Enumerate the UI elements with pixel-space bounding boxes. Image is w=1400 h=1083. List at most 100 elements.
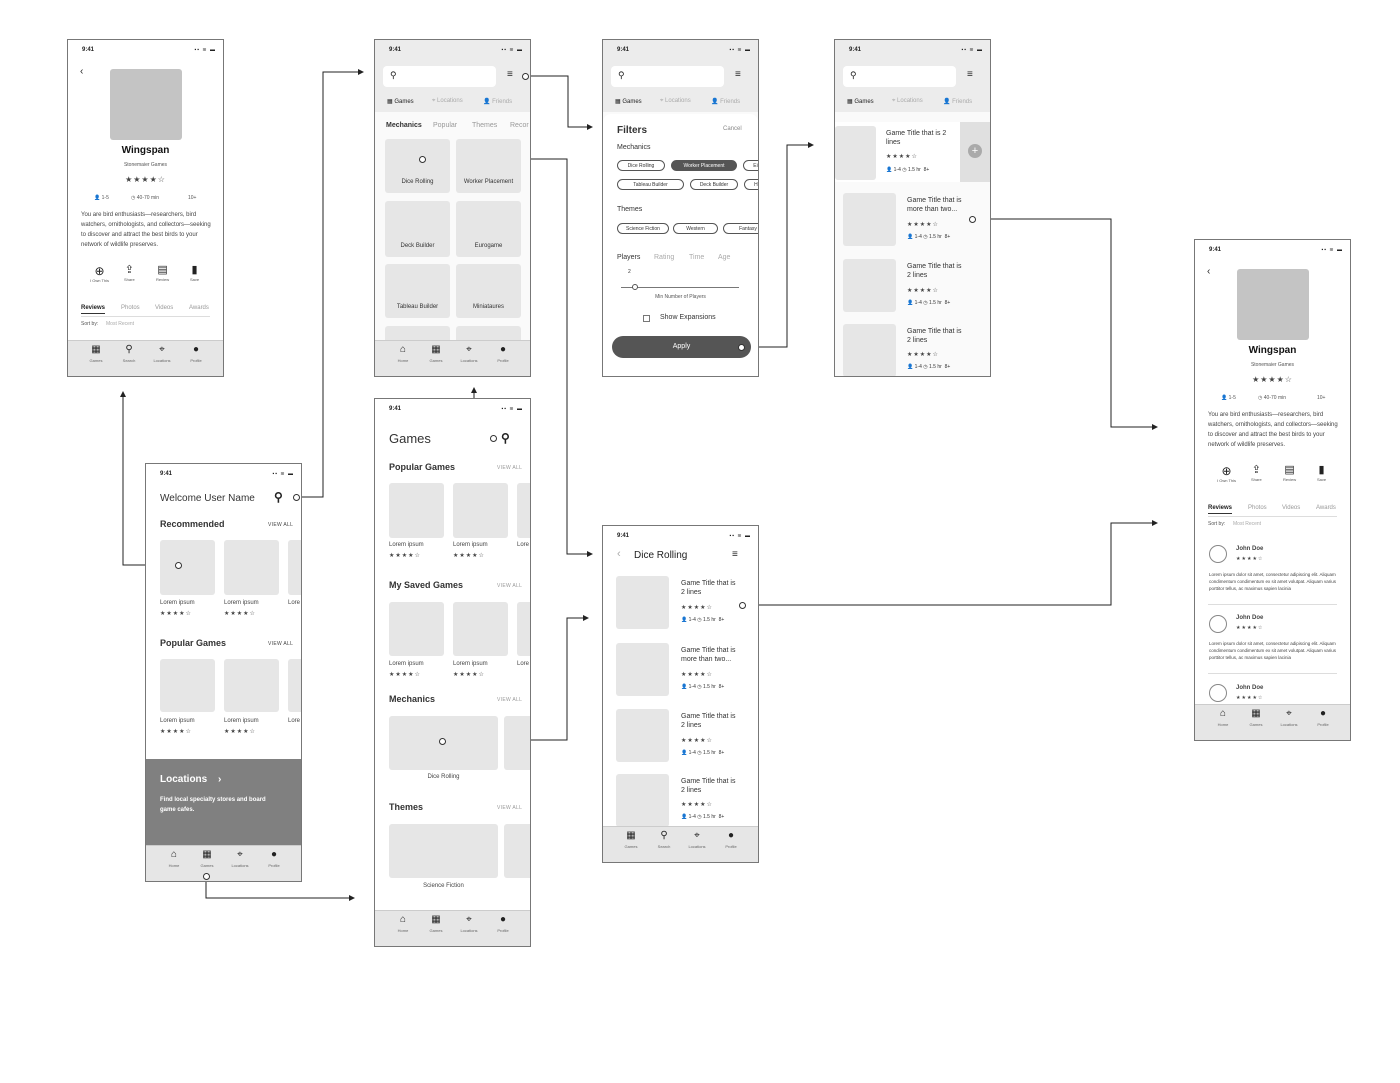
chip-fantasy[interactable]: Fantasy — [723, 223, 758, 234]
tab-time[interactable]: Time — [689, 254, 705, 261]
review-icon[interactable]: ▤Review — [156, 264, 170, 282]
search-icon[interactable]: ⚲ — [274, 490, 283, 504]
chip-more[interactable]: Ei — [743, 160, 758, 171]
mechanic-tile[interactable]: Eurogame — [456, 201, 521, 257]
tab-age[interactable]: Age — [718, 254, 731, 261]
back-icon[interactable]: ‹ — [80, 66, 84, 77]
popular-card[interactable] — [160, 659, 215, 712]
themes-view-all[interactable]: VIEW ALL — [497, 805, 523, 811]
tab-players[interactable]: Players — [617, 254, 641, 261]
filter-icon[interactable]: ≡ — [732, 549, 738, 560]
apply-button[interactable]: Apply — [612, 336, 751, 358]
category-themes[interactable]: Themes — [472, 122, 498, 129]
nav-profile-icon[interactable]: ●Profile — [486, 915, 520, 934]
nav-home-icon[interactable]: ⌂Home — [1206, 709, 1240, 728]
recommended-card[interactable] — [288, 540, 301, 595]
nav-locations-icon[interactable]: ⌖Locations — [145, 345, 179, 364]
popular-view-all[interactable]: VIEW ALL — [268, 641, 294, 647]
chip-more[interactable]: Hi — [744, 179, 758, 190]
nav-profile-icon[interactable]: ●Profile — [714, 831, 748, 850]
players-slider-track[interactable] — [621, 287, 739, 288]
category-more[interactable]: Recor — [510, 122, 529, 129]
recommended-card[interactable] — [224, 540, 279, 595]
tab-awards[interactable]: Awards — [1316, 505, 1336, 511]
recommended-view-all[interactable]: VIEW ALL — [268, 522, 294, 528]
nav-profile-icon[interactable]: ●Profile — [179, 345, 213, 364]
search-input[interactable]: ⚲ — [843, 66, 956, 87]
back-icon[interactable]: ‹ — [1207, 266, 1211, 277]
chip-science-fiction[interactable]: Science Fiction — [617, 223, 669, 234]
nav-home-icon[interactable]: ▦Games — [79, 345, 113, 364]
nav-games-icon[interactable]: ▦Games — [190, 850, 224, 869]
search-icon[interactable]: ⚲ — [501, 431, 510, 445]
nav-locations-icon[interactable]: ⌖Locations — [1272, 709, 1306, 728]
mechanic-card[interactable] — [504, 716, 530, 770]
filters-cancel[interactable]: Cancel — [723, 126, 742, 132]
save-icon[interactable]: ▮Save — [1317, 464, 1327, 482]
category-mechanics[interactable]: Mechanics — [386, 122, 422, 129]
search-tab-friends[interactable]: 👤 Friends — [711, 99, 741, 105]
search-input[interactable]: ⚲ — [611, 66, 724, 87]
popular-card[interactable] — [224, 659, 279, 712]
tab-awards[interactable]: Awards — [189, 305, 209, 311]
nav-home-icon[interactable]: ⌂Home — [386, 345, 420, 364]
expansions-checkbox[interactable] — [643, 315, 650, 322]
tab-videos[interactable]: Videos — [155, 305, 174, 311]
nav-games-icon[interactable]: ▦Games — [419, 915, 453, 934]
popular-card[interactable] — [453, 483, 508, 538]
result-thumb[interactable] — [616, 774, 669, 827]
search-tab-friends[interactable]: 👤 Friends — [943, 99, 973, 105]
review-icon[interactable]: ▤Review — [1283, 464, 1297, 482]
chip-dice-rolling[interactable]: Dice Rolling — [617, 160, 665, 171]
sort-value[interactable]: Most Recent — [106, 321, 135, 327]
nav-locations-icon[interactable]: ⌖Locations — [452, 345, 486, 364]
sort-value[interactable]: Most Recent — [1233, 521, 1262, 527]
result-thumb[interactable] — [843, 193, 896, 246]
nav-profile-icon[interactable]: ●Profile — [257, 850, 291, 869]
mechanic-tile[interactable]: Worker Placement — [456, 139, 521, 193]
nav-games-icon[interactable]: ▦Games — [1239, 709, 1273, 728]
saved-card[interactable] — [389, 602, 444, 656]
filter-icon[interactable]: ≡ — [967, 69, 973, 80]
popular-card[interactable] — [288, 659, 301, 712]
chip-deck-builder[interactable]: Deck Builder — [690, 179, 738, 190]
mechanic-tile[interactable]: Miniataures — [456, 264, 521, 318]
tab-reviews[interactable]: Reviews — [81, 305, 106, 314]
back-icon[interactable]: ‹ — [617, 548, 621, 560]
share-icon[interactable]: ⇪Share — [1251, 464, 1262, 482]
nav-locations-icon[interactable]: ⌖Locations — [223, 850, 257, 869]
nav-games-icon[interactable]: ▦Games — [419, 345, 453, 364]
result-thumb[interactable] — [616, 576, 669, 629]
nav-profile-icon[interactable]: ●Profile — [1306, 709, 1340, 728]
saved-card[interactable] — [517, 602, 530, 656]
nav-profile-icon[interactable]: ●Profile — [486, 345, 520, 364]
search-tab-locations[interactable]: ⌖ Locations — [432, 98, 463, 104]
tab-reviews[interactable]: Reviews — [1208, 505, 1233, 514]
saved-card[interactable] — [453, 602, 508, 656]
theme-card[interactable] — [504, 824, 530, 878]
search-tab-locations[interactable]: ⌖ Locations — [660, 98, 691, 104]
nav-home-icon[interactable]: ⌂Home — [157, 850, 191, 869]
recommended-card[interactable] — [160, 540, 215, 595]
mechanics-view-all[interactable]: VIEW ALL — [497, 697, 523, 703]
chip-worker-placement[interactable]: Worker Placement — [671, 160, 737, 171]
locations-banner[interactable]: Locations › Find local specialty stores … — [146, 759, 301, 847]
nav-games-icon[interactable]: ▦Games — [614, 831, 648, 850]
popular-card[interactable] — [389, 483, 444, 538]
plus-circle-icon[interactable]: + — [968, 144, 982, 158]
result-thumb[interactable] — [843, 324, 896, 376]
search-tab-games[interactable]: ▦ Games — [615, 99, 642, 105]
nav-home-icon[interactable]: ⌂Home — [386, 915, 420, 934]
tab-videos[interactable]: Videos — [1282, 505, 1301, 511]
result-row-swiped[interactable]: Game Title that is 2 lines ★★★★☆ 👤 1-4 ◷… — [835, 122, 960, 182]
category-popular[interactable]: Popular — [433, 122, 458, 129]
nav-locations-icon[interactable]: ⌖Locations — [452, 915, 486, 934]
mechanic-tile[interactable]: Dice Rolling — [385, 139, 450, 193]
nav-search-icon[interactable]: ⚲Search — [112, 345, 146, 364]
chip-western[interactable]: Western — [673, 223, 718, 234]
chip-tableau-builder[interactable]: Tableau Builder — [617, 179, 684, 190]
search-tab-games[interactable]: ▦ Games — [387, 99, 414, 105]
popular-card[interactable] — [517, 483, 530, 538]
result-thumb[interactable] — [616, 709, 669, 762]
result-thumb[interactable] — [843, 259, 896, 312]
